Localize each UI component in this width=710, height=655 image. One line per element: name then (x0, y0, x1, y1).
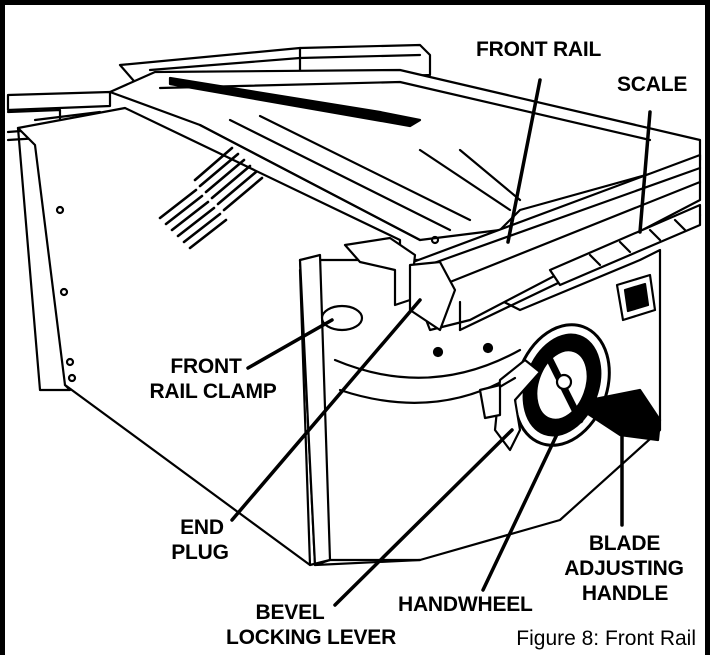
front-rail-clamp-leader (246, 318, 334, 370)
label-bevel-line1: BEVEL (255, 601, 325, 624)
label-blade-line3: HANDLE (581, 582, 669, 605)
scale-leader (638, 110, 652, 234)
front-rail-leader (506, 78, 542, 244)
label-front-rail: FRONT RAIL (476, 38, 602, 61)
handwheel-leader (481, 426, 562, 592)
label-front-rail-clamp-line1: FRONT (170, 355, 242, 378)
bevel-locking-lever-leader (333, 428, 514, 607)
label-front-rail-clamp-line2: RAIL CLAMP (149, 380, 277, 403)
label-handwheel: HANDWHEEL (398, 593, 533, 616)
label-blade-line2: ADJUSTING (564, 557, 684, 580)
figure-caption: Figure 8: Front Rail (516, 627, 696, 650)
label-scale: SCALE (617, 73, 688, 96)
label-blade-line1: BLADE (588, 532, 661, 555)
label-end-plug-line1: END (180, 516, 224, 539)
end-plug-leader (230, 298, 422, 522)
label-bevel-line2: LOCKING LEVER (226, 626, 397, 649)
label-end-plug-line2: PLUG (171, 541, 229, 564)
